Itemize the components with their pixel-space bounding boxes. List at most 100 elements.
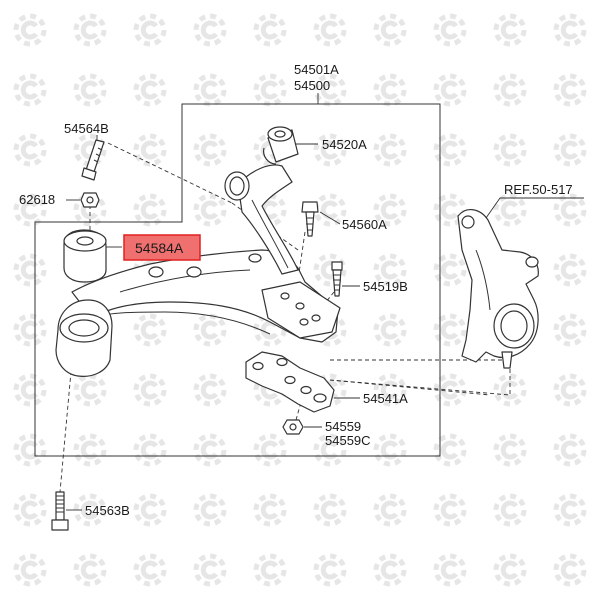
watermark-gear-icon — [133, 433, 167, 467]
watermark-gear-icon — [433, 253, 467, 287]
watermark-gear-icon — [13, 253, 47, 287]
watermark-gear-icon — [73, 73, 107, 107]
watermark-gear-icon — [193, 133, 227, 167]
label-nut-small: 62618 — [19, 192, 55, 207]
label-bolt-bottom: 54563B — [85, 503, 130, 518]
watermark-gear-icon — [433, 73, 467, 107]
watermark-gear-icon — [433, 433, 467, 467]
nut-part — [282, 419, 304, 435]
watermark-gear-icon — [373, 313, 407, 347]
watermark-gear-icon — [13, 133, 47, 167]
watermark-gear-icon — [493, 73, 527, 107]
watermark-gear-icon — [373, 373, 407, 407]
watermark-gear-icon — [313, 433, 347, 467]
watermark-gear-icon — [553, 133, 587, 167]
watermark-gear-icon — [193, 553, 227, 587]
watermark-gear-icon — [73, 373, 107, 407]
watermark-gear-icon — [493, 493, 527, 527]
watermark-gear-icon — [13, 13, 47, 47]
bolt-mid-part — [301, 201, 319, 237]
leader-reference — [485, 197, 584, 219]
watermark-gear-icon — [253, 433, 287, 467]
watermark-gear-icon — [193, 193, 227, 227]
guide-bolt-mid — [297, 231, 306, 281]
reference-dashed-link-2 — [329, 379, 491, 396]
label-bolt-top: 54564B — [64, 121, 109, 136]
watermark-gear-icon — [13, 553, 47, 587]
watermark-gear-icon — [553, 193, 587, 227]
watermark-gear-icon — [193, 373, 227, 407]
watermark-gear-icon — [433, 313, 467, 347]
watermark-gear-icon — [13, 373, 47, 407]
label-assembly-a: 54501A — [294, 62, 339, 77]
label-bolt-mid: 54560A — [342, 217, 387, 232]
watermark-gear-icon — [373, 553, 407, 587]
watermark-gear-icon — [133, 13, 167, 47]
watermark-gear-icon — [553, 73, 587, 107]
watermark-gear-icon — [13, 73, 47, 107]
label-nut-a: 54559 — [325, 419, 361, 434]
stud-part — [331, 261, 343, 297]
watermark-gear-icon — [313, 133, 347, 167]
watermark-gear-icon — [433, 553, 467, 587]
bracket-part — [245, 351, 335, 413]
bolt-bottom-part — [51, 491, 69, 531]
watermark-gear-icon — [433, 133, 467, 167]
watermark-gear-icon — [373, 493, 407, 527]
watermark-gear-icon — [253, 13, 287, 47]
watermark-gear-icon — [493, 373, 527, 407]
watermark-gear-icon — [373, 193, 407, 227]
watermark-gear-icon — [133, 493, 167, 527]
watermark-gear-icon — [253, 493, 287, 527]
watermark-gear-icon — [433, 493, 467, 527]
watermark-gear-icon — [553, 13, 587, 47]
assembly-outline — [34, 103, 441, 457]
watermark-gear-icon — [133, 553, 167, 587]
watermark-gear-icon — [193, 313, 227, 347]
label-assembly: 54500 — [294, 78, 330, 93]
watermark-gear-icon — [13, 493, 47, 527]
watermark-gear-icon — [553, 313, 587, 347]
guide-bolt-top — [107, 142, 233, 204]
watermark-gear-icon — [373, 13, 407, 47]
watermark-gear-icon — [553, 433, 587, 467]
watermark-gear-icon — [193, 433, 227, 467]
watermark-gear-icon — [553, 373, 587, 407]
watermark-gear-icon — [73, 13, 107, 47]
label-reference: REF.50-517 — [504, 182, 573, 197]
watermark-gear-icon — [313, 193, 347, 227]
watermark-gear-icon — [433, 193, 467, 227]
nut-small-part — [80, 192, 100, 208]
rear-bushing-part — [263, 126, 299, 165]
watermark-gear-icon — [193, 493, 227, 527]
watermark-gear-icon — [73, 553, 107, 587]
leader-bolt-mid — [319, 211, 341, 225]
watermark-gear-icon — [253, 73, 287, 107]
watermark-gear-icon — [193, 13, 227, 47]
watermark-gear-icon — [133, 313, 167, 347]
watermark-gear-icon — [433, 13, 467, 47]
watermark-gear-icon — [313, 13, 347, 47]
watermark-gear-icon — [13, 433, 47, 467]
watermark-gear-icon — [553, 253, 587, 287]
label-bushing-highlight: 54584A — [135, 240, 184, 256]
watermark-gear-icon — [133, 133, 167, 167]
reference-dashed-link — [329, 359, 511, 396]
watermark-gear-icon — [373, 433, 407, 467]
watermark-gear-icon — [133, 373, 167, 407]
watermark-gear-icon — [553, 553, 587, 587]
watermark-gear-icon — [493, 13, 527, 47]
watermark-gear-icon — [433, 373, 467, 407]
watermark-gear-icon — [373, 73, 407, 107]
watermark-gear-icon — [133, 73, 167, 107]
label-stud: 54519B — [363, 279, 408, 294]
watermark-gear-icon — [13, 193, 47, 227]
watermark-gear-icon — [373, 253, 407, 287]
steering-knuckle — [457, 209, 539, 369]
watermark-gear-icon — [193, 73, 227, 107]
watermark-gear-icon — [493, 193, 527, 227]
highlight-box — [123, 234, 201, 261]
label-nut-c: 54559C — [325, 433, 371, 448]
front-bushing-part — [63, 229, 107, 283]
